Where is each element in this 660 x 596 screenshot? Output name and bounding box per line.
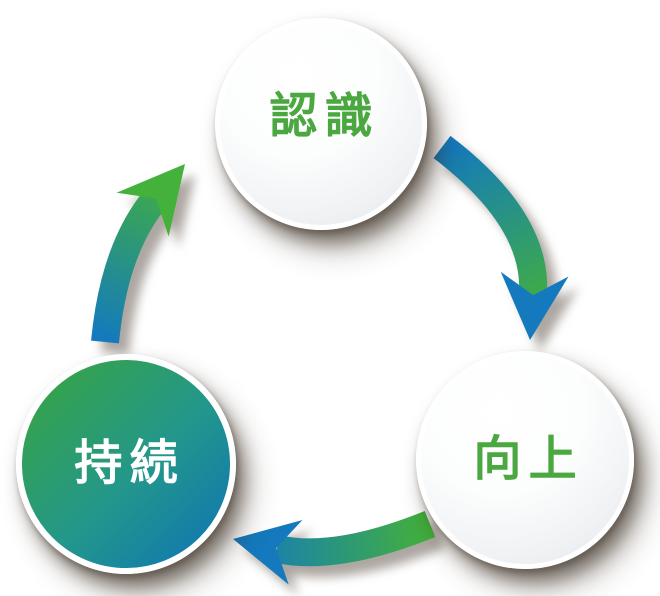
node-label-koujou: 向上: [473, 433, 584, 486]
node-label-ninshiki: 認識: [269, 90, 380, 143]
arrow-koujou-to-jizoku: [233, 511, 436, 585]
node-label-jizoku: 持続: [74, 437, 185, 490]
arrow-ninshiki-to-koujou: [433, 135, 569, 340]
node-circle-ninshiki: 認識: [215, 18, 427, 230]
node-circle-koujou: 向上: [416, 351, 634, 569]
arrow-jizoku-to-ninshiki: [91, 164, 185, 344]
node-circle-jizoku: 持続: [16, 354, 236, 574]
